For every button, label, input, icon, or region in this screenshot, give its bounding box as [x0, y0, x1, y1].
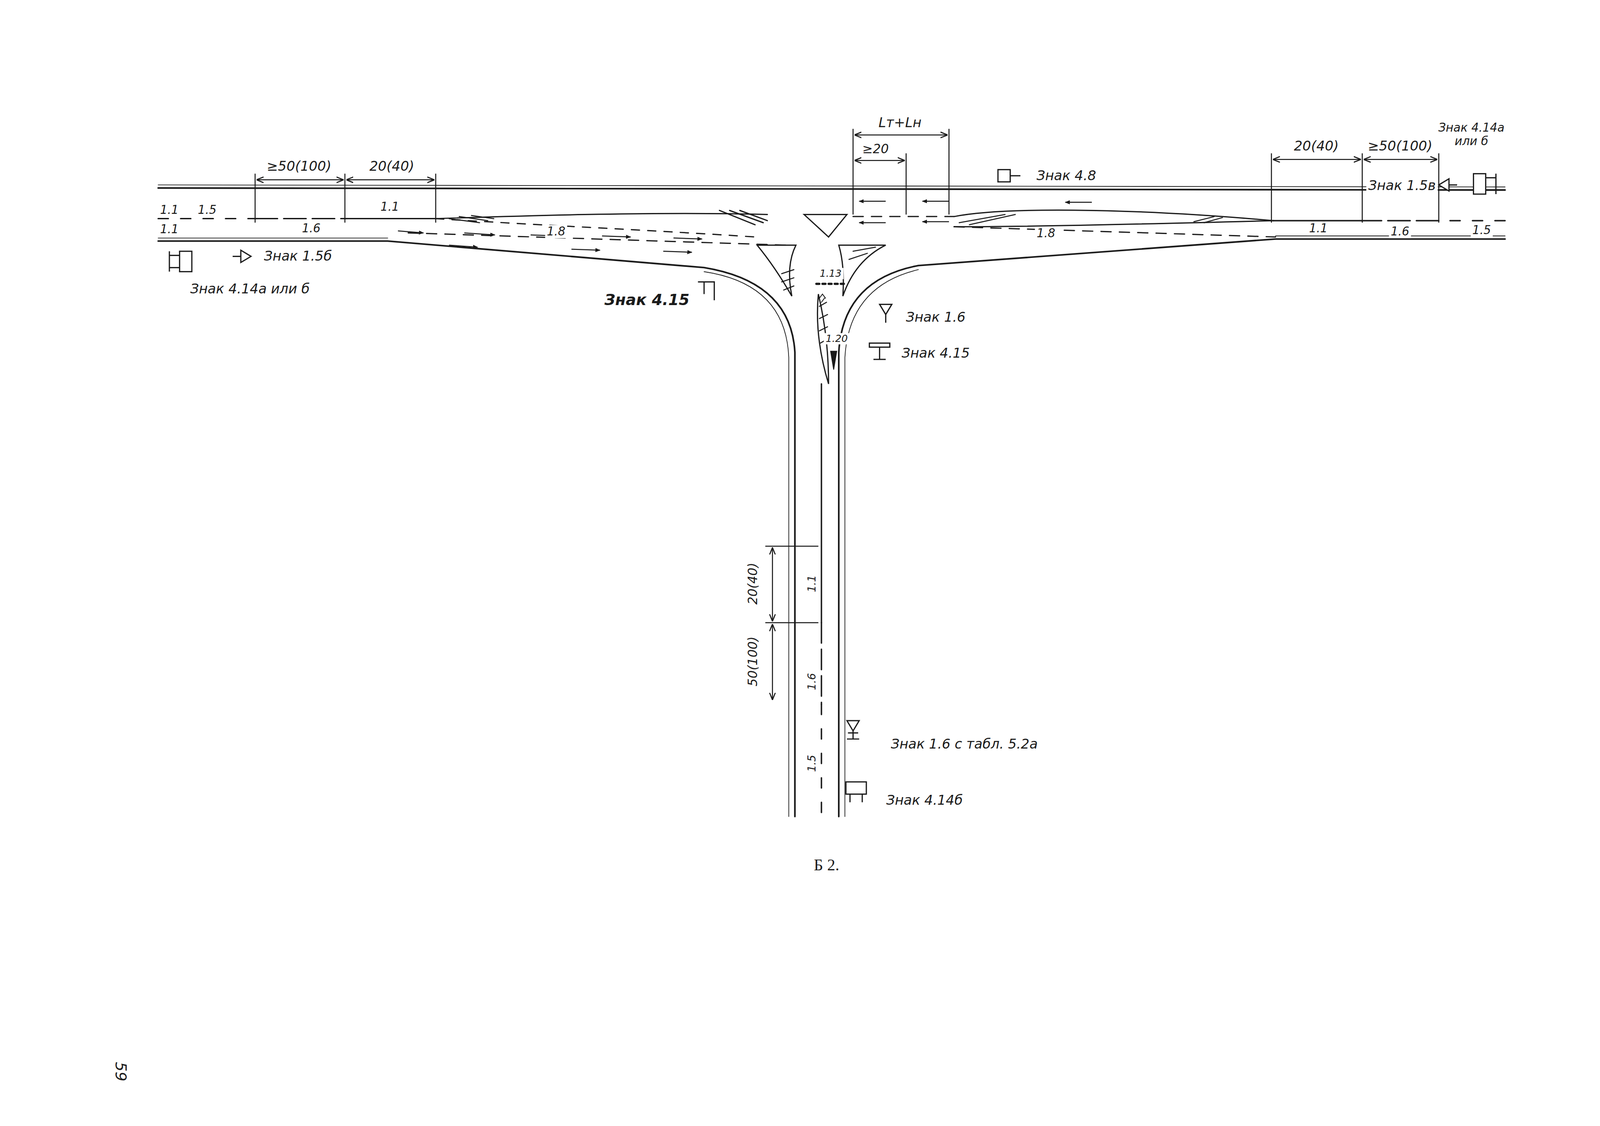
marking-number: 1.1: [158, 222, 181, 237]
marking-number: 1.8: [545, 225, 568, 239]
lane-arrows: [398, 201, 1092, 253]
dimension-text: 20(40): [745, 560, 761, 607]
marking-number: 1.8: [1034, 226, 1057, 241]
sign-label: Знак 4.8: [1034, 167, 1099, 184]
sign-label: Знак 4.15: [602, 291, 692, 309]
dimension-text: ≥50(100): [1365, 138, 1435, 155]
dimensions: [255, 128, 1439, 700]
dimension-text: ≥20: [860, 141, 891, 156]
sign-label: Знак 4.15: [899, 345, 972, 362]
sign-label: Знак 1.5в: [1366, 177, 1438, 194]
sign-label: Знак 4.14б: [884, 792, 965, 808]
marking-number: 1.13: [817, 267, 844, 280]
marking-number: 1.5: [195, 203, 218, 218]
sign-label: Знак 1.5б: [262, 248, 334, 265]
sign-label: Знак 1.6: [904, 309, 968, 326]
dimension-text: 20(40): [1292, 138, 1341, 155]
marking-number: 1.6: [806, 671, 819, 692]
marking-number: 1.1: [1307, 221, 1330, 236]
sign-label: Знак 4.14а или б: [1436, 121, 1507, 149]
figure-caption: Б 2.: [811, 855, 842, 875]
sign-label: Знак 1.6 с табл. 5.2а: [889, 735, 1040, 752]
marking-number: 1.1: [378, 200, 401, 214]
dimension-text: Lт+Lн: [876, 114, 924, 131]
marking-number: 1.5: [806, 753, 819, 774]
dimension-text: ≥50(100): [264, 158, 333, 175]
marking-number: 1.6: [300, 221, 323, 236]
marking-number: 1.20: [824, 332, 850, 345]
dimension-text: 50(100): [745, 634, 761, 688]
sign-label: Знак 4.14а или б: [188, 280, 312, 297]
dimension-text: 20(40): [367, 158, 417, 175]
marking-number: 1.6: [1388, 225, 1411, 239]
road: [158, 185, 1506, 817]
road-signs: [169, 169, 1496, 803]
marking-number: 1.1: [806, 573, 819, 594]
marking-number: 1.1: [158, 203, 181, 218]
marking-number: 1.5: [1470, 223, 1493, 238]
page-number: 59: [111, 1059, 129, 1083]
